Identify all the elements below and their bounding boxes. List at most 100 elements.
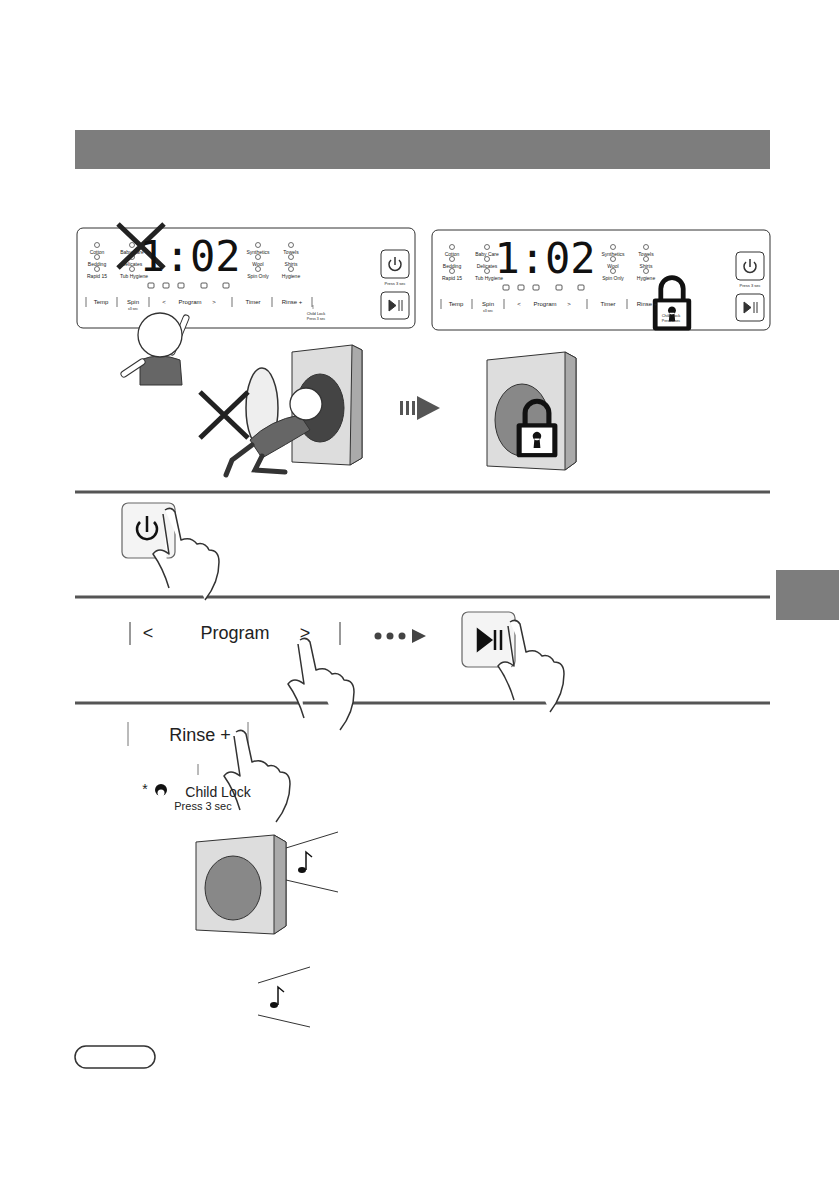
program-icon bbox=[644, 245, 649, 250]
status-icon bbox=[178, 283, 184, 288]
child-icon bbox=[155, 784, 167, 796]
program-icon bbox=[611, 257, 616, 262]
program-icon bbox=[611, 269, 616, 274]
power-button bbox=[736, 252, 764, 280]
lock-icon bbox=[653, 278, 691, 331]
pointing-hand bbox=[153, 508, 219, 600]
label-text: Program bbox=[200, 624, 269, 642]
button-divider bbox=[340, 622, 341, 645]
status-icon bbox=[148, 283, 154, 288]
sound-line bbox=[258, 967, 310, 983]
program-icon bbox=[95, 243, 100, 248]
washer-side bbox=[274, 835, 286, 934]
status-icon bbox=[503, 285, 509, 290]
washer-side bbox=[350, 345, 362, 465]
pointing-hand bbox=[498, 620, 564, 712]
washer-body bbox=[196, 835, 286, 934]
lock-face bbox=[522, 428, 553, 454]
step-divider bbox=[75, 491, 770, 494]
child-other-arm-fill bbox=[124, 362, 142, 374]
label-text: Delicates bbox=[122, 262, 143, 267]
label-text: Timer bbox=[245, 299, 260, 305]
label-text: Cotton bbox=[90, 250, 105, 255]
label-text: Rapid 15 bbox=[442, 276, 462, 281]
button-divider bbox=[232, 297, 233, 307]
control-panel bbox=[432, 230, 770, 330]
label-text: Wool bbox=[252, 262, 263, 267]
power-icon bbox=[389, 257, 401, 270]
play-icon bbox=[389, 300, 402, 311]
child-icon-face bbox=[158, 790, 165, 797]
label-text: Rinse + bbox=[637, 301, 658, 307]
note-head bbox=[270, 1002, 278, 1008]
button-divider bbox=[504, 299, 505, 309]
program-icon bbox=[256, 267, 261, 272]
program-icon bbox=[450, 269, 455, 274]
status-icon bbox=[163, 283, 169, 288]
power-button bbox=[381, 250, 409, 278]
program-icon bbox=[485, 257, 490, 262]
program-icon bbox=[644, 257, 649, 262]
washer-door bbox=[205, 856, 261, 920]
label-text: Child Lock bbox=[307, 312, 326, 316]
washer-side bbox=[565, 352, 576, 470]
label-text: Hygiene bbox=[282, 274, 300, 279]
child-head bbox=[290, 388, 322, 420]
label-text: > bbox=[300, 624, 311, 642]
child-head bbox=[138, 313, 182, 357]
label-text: Hygiene bbox=[637, 276, 655, 281]
label-text: Towels bbox=[638, 252, 653, 257]
lock-face bbox=[658, 302, 687, 326]
pointing-hand bbox=[224, 730, 290, 822]
lock-shackle bbox=[661, 278, 683, 300]
sound-line bbox=[286, 880, 338, 892]
label-text: Bedding bbox=[88, 262, 106, 267]
label-text: Press 3 sec bbox=[307, 318, 325, 322]
lock-shackle bbox=[525, 401, 549, 425]
side-tab bbox=[776, 570, 839, 620]
status-icon bbox=[223, 283, 229, 288]
label-text: > bbox=[567, 301, 571, 307]
sequence-arrow bbox=[375, 629, 427, 643]
status-icon bbox=[578, 285, 584, 290]
label-text: Bedding bbox=[443, 264, 461, 269]
lock-body bbox=[517, 423, 558, 457]
program-icon bbox=[130, 243, 135, 248]
label-text: Synthetics bbox=[601, 252, 624, 257]
label-text: < bbox=[517, 301, 521, 307]
child-figure bbox=[124, 313, 186, 385]
child-legs bbox=[226, 445, 285, 475]
label-text: Rinse + bbox=[282, 299, 303, 305]
program-icon bbox=[611, 245, 616, 250]
label-text: Wool bbox=[607, 264, 618, 269]
status-icon bbox=[201, 283, 207, 288]
power-icon bbox=[137, 516, 157, 539]
status-icon bbox=[533, 285, 539, 290]
sequence-head bbox=[412, 629, 426, 643]
label-text: Spin Only bbox=[602, 276, 624, 281]
program-icon bbox=[450, 257, 455, 262]
button-divider bbox=[128, 722, 129, 746]
arrow-head bbox=[417, 396, 440, 420]
button-divider bbox=[86, 297, 87, 307]
label-text: * bbox=[142, 782, 147, 796]
sound-line bbox=[258, 1015, 310, 1027]
label-text: Program bbox=[178, 299, 201, 305]
program-icon bbox=[95, 255, 100, 260]
program-icon bbox=[289, 243, 294, 248]
washing-machine bbox=[226, 345, 362, 475]
status-icon bbox=[556, 285, 562, 290]
label-text: x3 sec bbox=[128, 308, 138, 312]
label-text: Spin bbox=[482, 301, 494, 307]
child-body bbox=[140, 356, 182, 385]
start-button bbox=[381, 292, 409, 319]
label-text: < bbox=[143, 624, 154, 642]
sequence-dot bbox=[399, 633, 406, 640]
label-text: Press 3 sec bbox=[740, 284, 761, 288]
button-divider bbox=[627, 299, 628, 309]
leader-line bbox=[313, 305, 314, 309]
sound-line bbox=[286, 832, 338, 848]
prohibited-mark bbox=[200, 392, 248, 438]
label-text: Cotton bbox=[445, 252, 460, 257]
panel-outline bbox=[77, 228, 415, 328]
